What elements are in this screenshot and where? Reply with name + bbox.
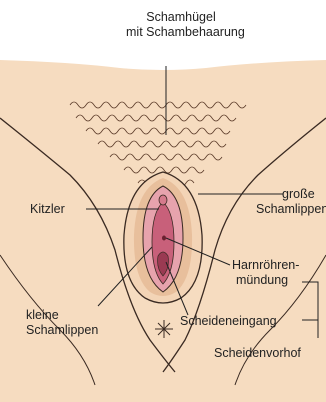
label-grosse-schamlippen: große Schamlippen [256,187,326,217]
clitoris [159,195,167,205]
label-grosse-line1: große [256,187,326,202]
label-kleine-schamlippen: kleine Schamlippen [26,308,98,338]
label-kitzler: Kitzler [30,202,65,217]
label-harnroehrenmuendung: Harnröhren- mündung [232,258,299,288]
label-scheideneingang: Scheideneingang [180,314,277,329]
label-harn-line2: mündung [232,273,299,288]
label-scheidenvorhof: Scheidenvorhof [214,346,301,361]
urethral-opening [162,236,166,241]
label-harn-line1: Harnröhren- [232,258,299,273]
label-schamhuegel: Schamhügel mit Schambehaarung [126,10,236,40]
label-kleine-line1: kleine [26,308,98,323]
label-kleine-line2: Schamlippen [26,323,98,338]
label-schamhuegel-line1: Schamhügel [126,10,236,25]
label-schamhuegel-line2: mit Schambehaarung [126,25,236,40]
label-grosse-line2: Schamlippen [256,202,326,217]
